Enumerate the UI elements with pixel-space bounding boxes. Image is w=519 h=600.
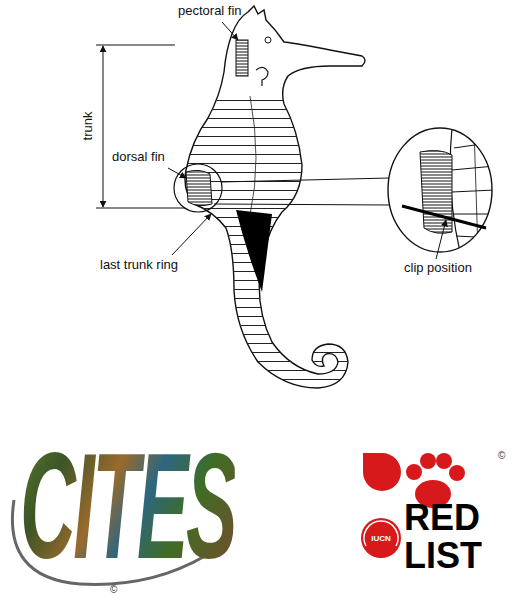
leader-arrow [436, 220, 446, 259]
part-label: pectoral fin [178, 4, 242, 19]
logo-ring [364, 521, 398, 546]
eye [265, 37, 271, 43]
leader-arrow [222, 22, 238, 40]
logo-paw-toe [436, 453, 452, 469]
zoom-line [221, 178, 389, 182]
part-label: dorsal fin [112, 150, 165, 165]
extension-line [96, 208, 185, 209]
copyright-mark: © [498, 450, 505, 462]
logo-paw-toe [420, 453, 436, 469]
leader-arrow [172, 214, 211, 255]
logo-text: RED [404, 500, 480, 536]
logo-paw-toe [406, 464, 422, 480]
extension-line [96, 45, 175, 46]
copyright-mark: © [110, 584, 117, 596]
brood-pouch [236, 210, 272, 292]
leader-arrow [168, 168, 186, 178]
part-label: last trunk ring [100, 258, 178, 273]
logo-paw-toe [449, 465, 465, 481]
fin-circle [174, 164, 222, 212]
part-label: clip position [404, 261, 472, 276]
zoom-circle [388, 128, 492, 252]
dimension-label: trunk [81, 112, 96, 141]
clip-line [402, 206, 486, 228]
logo-text: CITES [20, 430, 235, 580]
zoom-detail [420, 128, 495, 252]
dorsal-fin [186, 170, 212, 205]
logo-text: LIST [404, 538, 482, 574]
logo-drop [363, 453, 401, 491]
gill-mark [256, 67, 268, 86]
pectoral-fin [236, 40, 248, 76]
dimension-line [103, 46, 104, 207]
logo-circle [361, 518, 401, 558]
body-rings [150, 96, 380, 396]
logo-text: IUCN [371, 534, 391, 543]
zoom-line [214, 204, 390, 205]
